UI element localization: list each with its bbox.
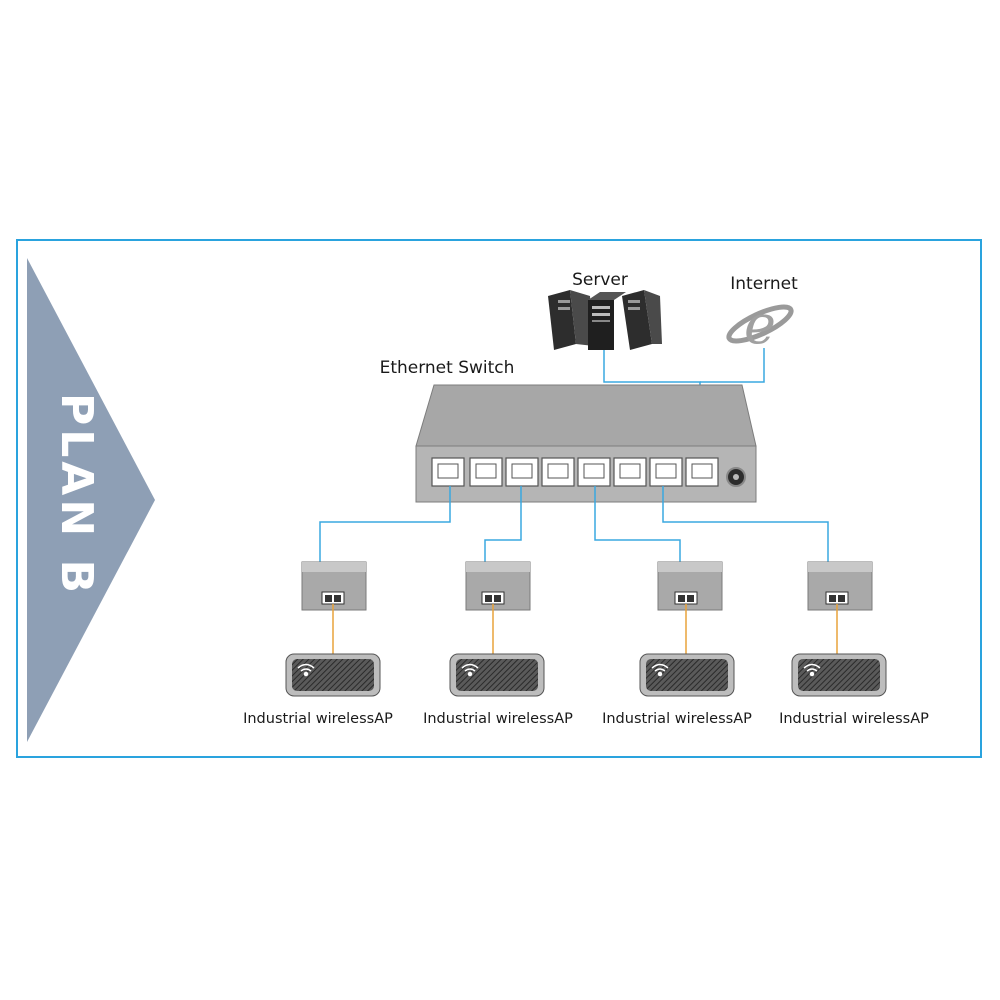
switch-label: Ethernet Switch xyxy=(380,358,515,378)
poe-injector xyxy=(301,561,367,611)
wireless-ap-device xyxy=(639,653,735,697)
poe-injector xyxy=(807,561,873,611)
ethernet-switch xyxy=(415,384,757,503)
internet-label: Internet xyxy=(730,274,798,294)
ap-label: Industrial wirelessAP xyxy=(779,711,929,727)
wifi-icon xyxy=(297,663,315,677)
server-label: Server xyxy=(572,270,628,290)
svg-text:e: e xyxy=(744,293,776,356)
wireless-ap-device xyxy=(285,653,381,697)
plan-label: PLAN B xyxy=(51,393,102,597)
ap-label: Industrial wirelessAP xyxy=(423,711,573,727)
server-icon xyxy=(548,290,662,350)
wifi-icon xyxy=(461,663,479,677)
lan-cables xyxy=(319,486,829,586)
plan-arrow xyxy=(27,258,155,742)
wireless-ap-device xyxy=(791,653,887,697)
wifi-icon xyxy=(651,663,669,677)
ap-label: Industrial wirelessAP xyxy=(243,711,393,727)
switch-ports xyxy=(431,457,719,487)
ap-label: Industrial wirelessAP xyxy=(602,711,752,727)
poe-injector xyxy=(465,561,531,611)
poe-cables xyxy=(332,604,838,656)
poe-injector xyxy=(657,561,723,611)
plan-frame xyxy=(16,239,982,758)
wifi-icon xyxy=(803,663,821,677)
internet-explorer-icon: e xyxy=(726,293,794,356)
wireless-ap-device xyxy=(449,653,545,697)
